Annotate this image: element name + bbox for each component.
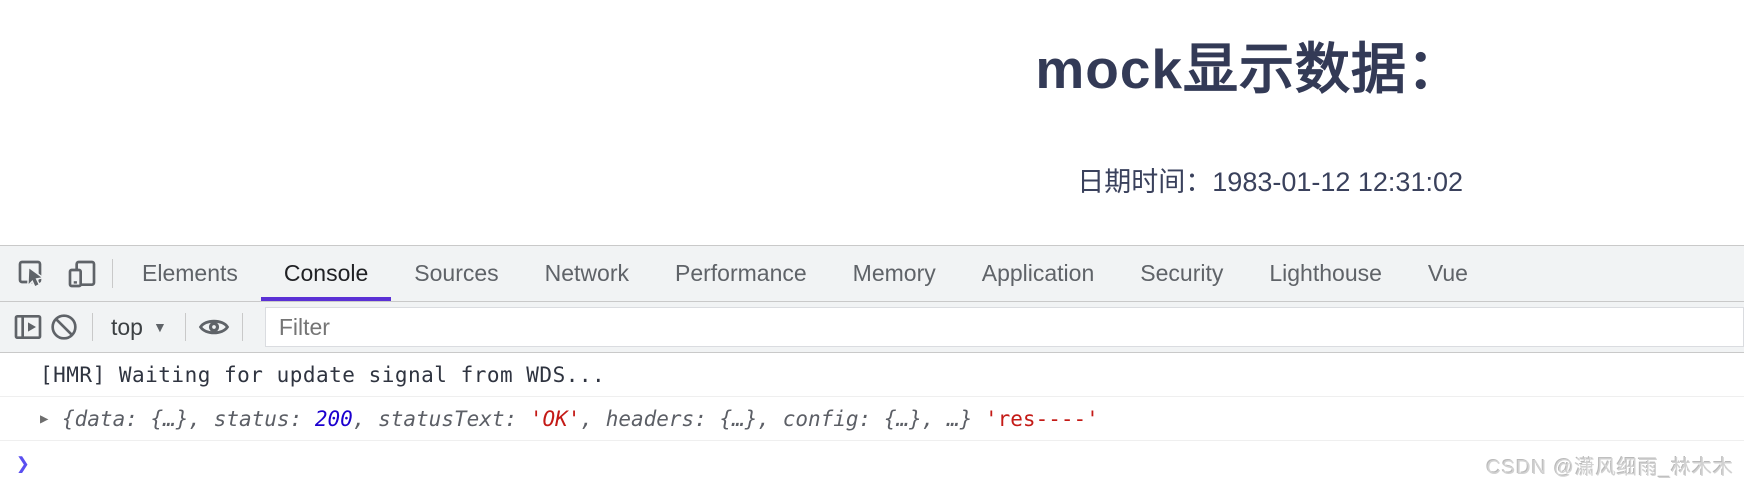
console-log-segment: 'res----' — [985, 406, 1099, 431]
prompt-chevron-icon: ❯ — [16, 451, 30, 477]
tab-vue[interactable]: Vue — [1427, 260, 1468, 286]
app-page: mock显示数据： 日期时间：1983-01-12 12:31:02 — [1035, 0, 1463, 198]
console-toolbar: top ▼ — [0, 302, 1744, 353]
toolbar-divider — [241, 313, 243, 341]
toolbar-divider — [92, 313, 93, 341]
context-selector-label: top — [111, 313, 143, 340]
tab-lighthouse[interactable]: Lighthouse — [1269, 260, 1382, 286]
datetime-text: 日期时间：1983-01-12 12:31:02 — [1077, 167, 1463, 197]
console-log-segment: , headers: {…}, config: {…}, …} — [580, 406, 973, 431]
tabbar-divider — [112, 259, 113, 288]
console-message-hmr: [HMR] Waiting for update signal from WDS… — [0, 353, 1744, 397]
tab-network[interactable]: Network — [544, 260, 629, 286]
tab-console[interactable]: Console — [260, 246, 392, 301]
console-prompt[interactable]: ❯ — [0, 441, 1744, 486]
devtools-tabbar: Elements Console Sources Network Performance… — [0, 245, 1744, 302]
console-message-object: ▶ {data: {…}, status: 200, statusText: '… — [0, 397, 1744, 441]
page-title: mock显示数据： — [1035, 38, 1463, 100]
watermark: CSDN @潇风细雨_林木木 — [1486, 457, 1734, 479]
tab-application[interactable]: Application — [981, 260, 1095, 286]
console-log-segment: 200 — [314, 406, 353, 431]
expand-arrow-icon[interactable]: ▶ — [40, 410, 49, 427]
tab-performance[interactable]: Performance — [675, 260, 807, 286]
console-log-segment: {data: {…}, status: — [62, 406, 315, 431]
devtools-panel: Elements Console Sources Network Performance… — [0, 245, 1744, 486]
console-log-segment: 'OK' — [529, 406, 581, 431]
context-selector[interactable]: top ▼ — [103, 314, 175, 341]
console-message-text: [HMR] Waiting for update signal from WDS… — [40, 362, 606, 387]
filter-input[interactable] — [264, 307, 1744, 347]
tab-memory[interactable]: Memory — [852, 260, 936, 286]
tab-strip: Elements Console Sources Network Performance… — [119, 246, 1491, 301]
inspect-element-icon[interactable] — [14, 256, 50, 292]
console-log-segment: , statusText: — [352, 406, 530, 431]
tab-sources[interactable]: Sources — [414, 260, 499, 286]
chevron-down-icon: ▼ — [152, 319, 167, 335]
device-toolbar-icon[interactable] — [64, 256, 100, 292]
devtools-left-icons — [0, 246, 112, 301]
console-output: [HMR] Waiting for update signal from WDS… — [0, 353, 1744, 486]
clear-console-icon[interactable] — [46, 309, 82, 345]
eye-icon[interactable] — [196, 309, 232, 345]
tab-elements[interactable]: Elements — [142, 260, 238, 286]
object-preview: {data: {…}, status: 200, statusText: 'OK… — [62, 407, 1099, 431]
console-log-segment — [972, 407, 985, 431]
toolbar-divider — [184, 313, 186, 341]
console-sidebar-icon[interactable] — [10, 309, 46, 345]
tab-security[interactable]: Security — [1140, 260, 1224, 286]
